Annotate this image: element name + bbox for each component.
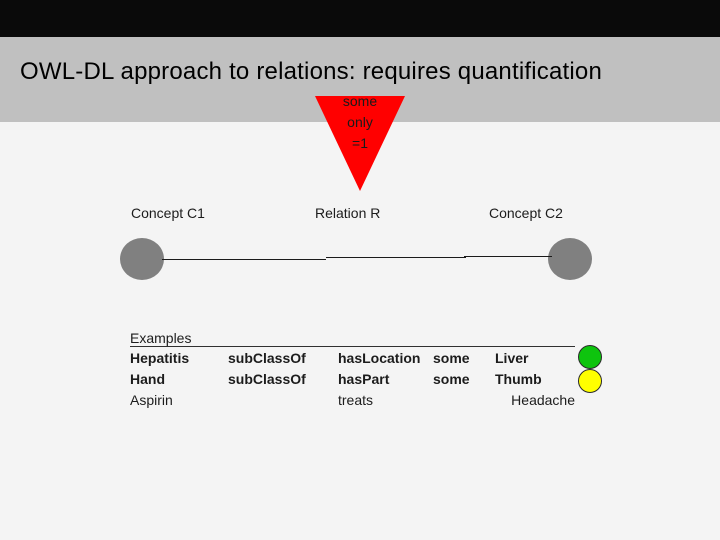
example-relation: treats	[338, 392, 374, 408]
table-row: Aspirin treats Headache	[130, 390, 575, 411]
examples-heading: Examples	[130, 330, 192, 346]
example-object: Thumb	[495, 371, 542, 387]
quantifier-label-group: some only =1	[315, 91, 405, 154]
concept-c2-label: Concept C2	[489, 205, 563, 221]
example-subject: Hepatitis	[130, 350, 190, 366]
concept-c1-label: Concept C1	[131, 205, 205, 221]
quantifier-label-only: only	[347, 114, 373, 130]
page-title: OWL-DL approach to relations: requires q…	[20, 58, 603, 85]
concept-c2-node	[548, 238, 592, 280]
examples-divider	[130, 346, 575, 347]
relation-edge-middle-segment	[326, 257, 466, 258]
yellow-status-dot	[578, 369, 602, 393]
example-subject: Aspirin	[130, 392, 173, 408]
example-predicate: subClassOf	[228, 350, 306, 366]
example-predicate	[228, 390, 338, 411]
example-quantifier	[433, 390, 495, 411]
example-quantifier: some	[433, 350, 470, 366]
relation-edge-right-segment	[464, 256, 552, 257]
examples-table: Hepatitis subClassOf hasLocation some Li…	[130, 348, 575, 411]
table-row: Hepatitis subClassOf hasLocation some Li…	[130, 348, 575, 369]
quantifier-triangle-icon	[315, 96, 405, 191]
quantifier-label-exactly-one: =1	[352, 135, 368, 151]
example-relation: hasPart	[338, 371, 390, 387]
example-subject: Hand	[130, 371, 165, 387]
table-row: Hand subClassOf hasPart some Thumb	[130, 369, 575, 390]
top-black-bar	[0, 0, 720, 37]
quantifier-label-some: some	[342, 93, 378, 109]
relation-r-label: Relation R	[315, 205, 381, 221]
example-object: Liver	[495, 350, 529, 366]
example-quantifier: some	[433, 371, 470, 387]
example-relation: hasLocation	[338, 350, 421, 366]
example-object: Headache	[511, 392, 575, 408]
example-predicate: subClassOf	[228, 371, 306, 387]
green-status-dot	[578, 345, 602, 369]
relation-edge-left-segment	[162, 259, 326, 260]
concept-c1-node	[120, 238, 164, 280]
